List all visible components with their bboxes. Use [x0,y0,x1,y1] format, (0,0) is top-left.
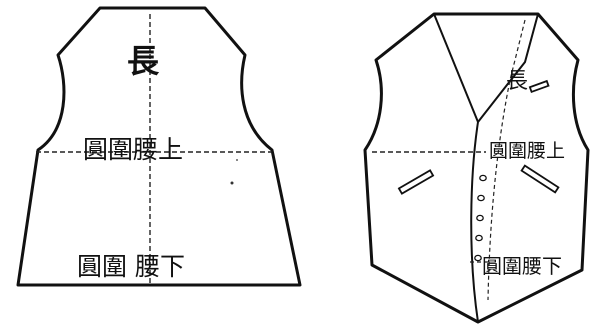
vest-button [475,234,483,242]
vest-front-center-line [487,19,526,301]
ink-speck [230,181,234,185]
vest-front-waist-lower-label: 圓圍腰下 [482,254,562,278]
vest-front-right-pocket [520,164,560,194]
vest-back-waist-upper-label: 圓圍腰上 [83,135,183,164]
vest-front-length-label: 長 [506,69,528,94]
ink-speck [236,159,238,161]
vest-button [477,194,485,202]
vest-front-opening-edge [470,121,479,323]
vest-back-panel: 長 圓圍腰上 圓圍 腰下 [16,6,302,287]
vest-front-right-lapel [477,13,539,123]
vest-button [474,254,482,262]
vest-front-left-pocket [397,169,435,195]
vest-front-length-mark [528,79,550,94]
vest-button [476,214,484,222]
vest-front-left-lapel [433,13,479,123]
vest-back-outline [16,6,302,287]
vest-back-length-label: 長 [127,42,160,80]
vest-back-waist-lower-label: 圓圍 腰下 [77,252,185,281]
vest-button [479,174,487,182]
vest-front-panel: 長 圓圍腰上 圓圍腰下 [363,12,590,324]
vest-front-waist-upper-label: 圓圍腰上 [489,140,565,162]
